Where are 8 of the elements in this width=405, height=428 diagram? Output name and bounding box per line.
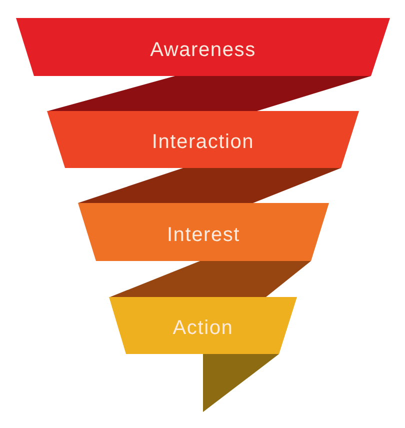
funnel-band [78, 203, 329, 261]
funnel-band [109, 297, 297, 354]
stage-label: Awareness [150, 38, 256, 62]
stage-label: Action [172, 317, 234, 340]
funnel-band [47, 111, 359, 168]
stage-label: Interest [166, 224, 240, 246]
stage-label: Interaction [152, 131, 254, 154]
funnel-band [16, 18, 390, 76]
